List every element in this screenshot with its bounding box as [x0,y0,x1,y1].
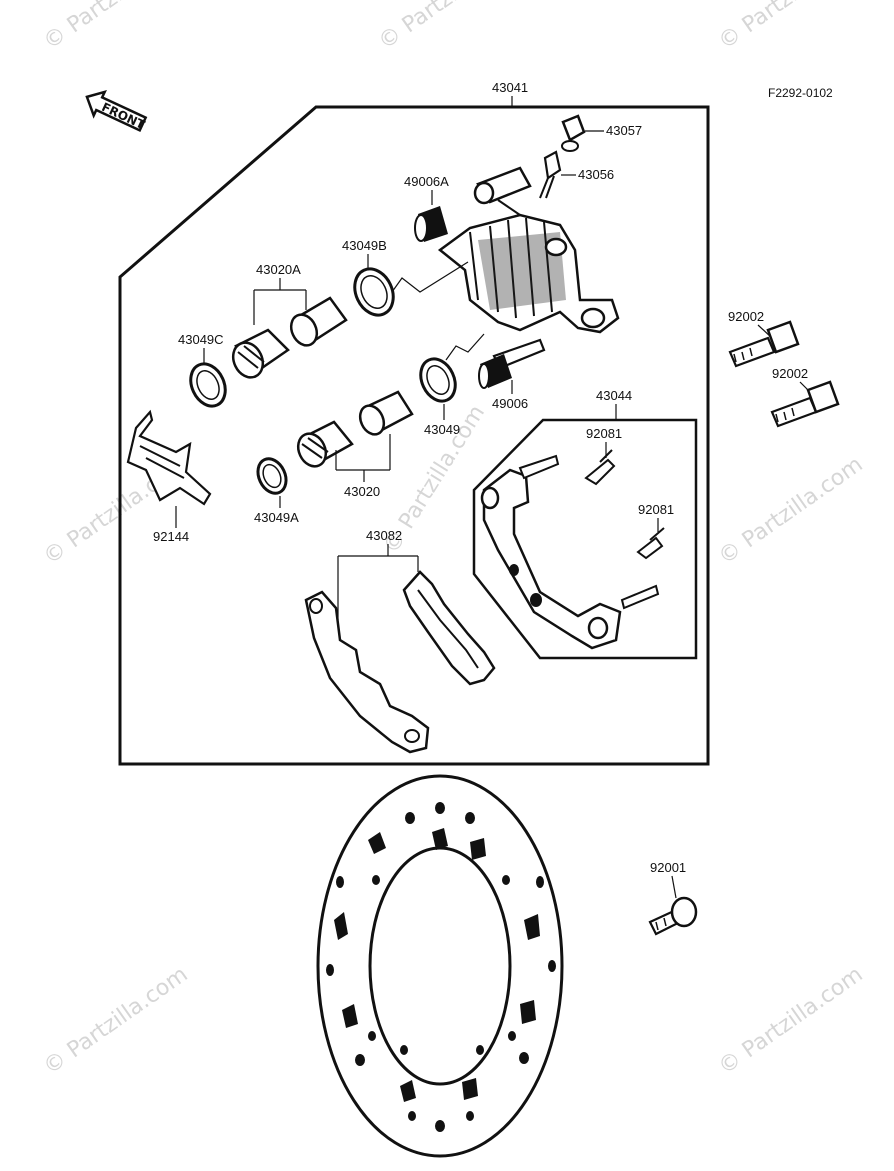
pad-spring-92081-icon [584,449,616,486]
leader-line [671,875,677,899]
pad-spring-92081-lower-icon [636,527,665,560]
bolt-92002-upper-icon [728,320,800,368]
seal-43049c-icon [189,362,227,408]
watermark: © Partzilla.com [714,0,867,55]
leader-line [445,333,485,361]
brake-pad-outer-icon [304,590,430,754]
brake-pad-inner-icon [402,570,496,686]
bolt-92002-lower-icon [770,380,840,428]
boot-49006a-icon [414,206,448,242]
part-label-43049A: 43049A [254,510,299,525]
part-label-92144: 92144 [153,529,189,544]
bleeder-cap-icon [561,114,586,152]
seal-43049-icon [419,357,457,403]
part-label-92001: 92001 [650,860,686,875]
leader-bracket [335,434,391,482]
part-label-43082: 43082 [366,528,402,543]
watermark: © Partzilla.com [374,0,527,55]
caliper-assembly-frame [118,105,710,766]
part-label-43020A: 43020A [256,262,301,277]
watermark: © Partzilla.com [714,452,867,570]
part-label-43049C: 43049C [178,332,224,347]
part-label-92081-upper: 92081 [586,426,622,441]
piston-insulator-icon [231,328,290,379]
caliper-body [437,166,620,334]
leader-line [391,261,469,293]
piston-insulator-2-icon [296,420,354,468]
slide-pin-49006-icon [478,338,546,389]
part-label-49006: 49006 [492,396,528,411]
bleeder-valve-icon [539,150,562,199]
leader-bracket [337,544,419,620]
figure-code: F2292-0102 [768,86,833,100]
part-label-43049B: 43049B [342,238,387,253]
part-label-43049: 43049 [424,422,460,437]
spring-clip-92144-icon [126,409,212,506]
part-label-43056: 43056 [578,167,614,182]
part-label-43041: 43041 [492,80,528,95]
watermark: © Partzilla.com [39,962,192,1080]
caliper-bracket-icon [480,454,660,650]
leader-bracket [253,278,307,325]
part-label-92002-lower: 92002 [772,366,808,381]
part-label-43020: 43020 [344,484,380,499]
watermark: © Partzilla.com [714,962,867,1080]
watermark: © Partzilla.com [39,0,192,55]
seal-43049a-icon [256,457,288,495]
part-label-43057: 43057 [606,123,642,138]
disc-bolt-92001-icon [648,896,698,936]
seal-43049b-icon [353,267,395,317]
part-label-49006A: 49006A [404,174,449,189]
part-label-92002-upper: 92002 [728,309,764,324]
brake-disc-icon [316,774,564,1158]
part-label-92081-lower: 92081 [638,502,674,517]
piston-43020a-icon [289,296,348,347]
bracket-subassembly-frame [472,418,698,660]
front-arrow-icon: FRONT [85,89,148,132]
piston-43020-icon [358,390,414,436]
part-label-43044: 43044 [596,388,632,403]
